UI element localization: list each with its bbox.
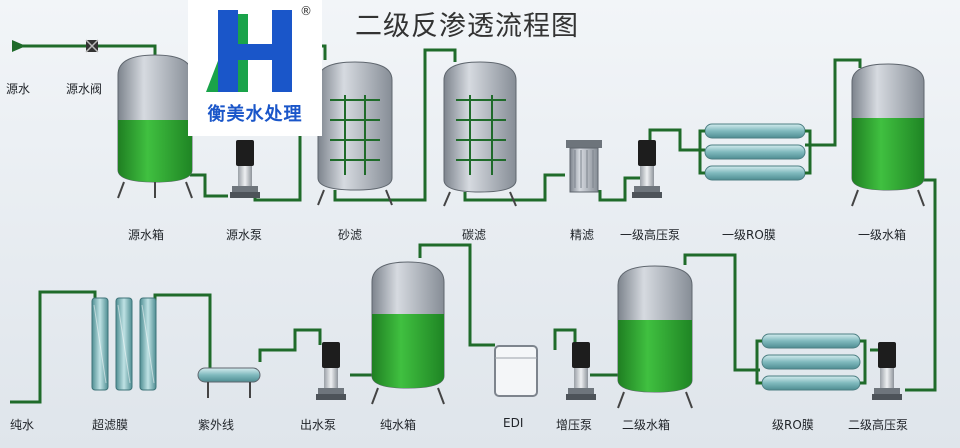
label-secondary-tank: 二级水箱 [622,418,671,432]
label-sand-filter: 砂滤 [338,228,363,242]
label-outlet-pump: 出水泵 [300,418,337,432]
fine-filter [566,140,602,193]
raw-water-valve[interactable] [12,39,99,53]
label-raw-water-valve: 源水阀 [66,82,103,96]
sand-filter [317,61,393,206]
edi-module [494,345,538,397]
diagram-title: 二级反渗透流程图 [355,11,579,42]
logo-mark [206,10,292,92]
label-primary-ro: 一级RO膜 [722,228,776,242]
label-carbon-filter: 碳滤 [462,228,487,242]
label-pure-water: 纯水 [10,418,35,432]
label-booster-pump: 增压泵 [556,418,593,432]
label-secondary-ro: 级RO膜 [772,418,814,432]
brand-logo: ® 衡美水处理 [188,0,322,136]
primary-hp-pump [632,140,662,198]
label-primary-tank: 一级水箱 [858,228,907,242]
label-primary-hp-pump: 一级高压泵 [620,228,681,242]
uf-membranes [91,297,157,391]
label-fine-filter: 精滤 [570,228,595,242]
label-secondary-hp-pump: 二级高压泵 [848,418,909,432]
label-raw-water-pump: 源水泵 [226,228,263,242]
label-raw-water: 源水 [6,82,31,96]
label-uf-membrane: 超滤膜 [92,418,129,432]
secondary-ro-membranes [755,333,867,391]
label-pure-tank: 纯水箱 [380,418,417,432]
label-edi: EDI [503,416,524,430]
outlet-pump [316,342,346,400]
booster-pump [566,342,596,400]
brand-name: 衡美水处理 [207,104,303,125]
uv-sterilizer [197,367,261,398]
carbon-filter [443,61,517,207]
raw-water-pump [230,140,260,198]
secondary-water-tank [617,265,693,409]
label-raw-water-tank: 源水箱 [128,228,165,242]
pipes-row2 [10,178,937,404]
secondary-hp-pump [872,342,902,400]
pure-water-tank [371,261,445,405]
primary-ro-membranes [698,123,812,181]
raw-water-tank [117,54,193,199]
registered-mark: ® [300,4,312,18]
label-uv: 紫外线 [198,418,235,432]
primary-water-tank [851,63,925,207]
